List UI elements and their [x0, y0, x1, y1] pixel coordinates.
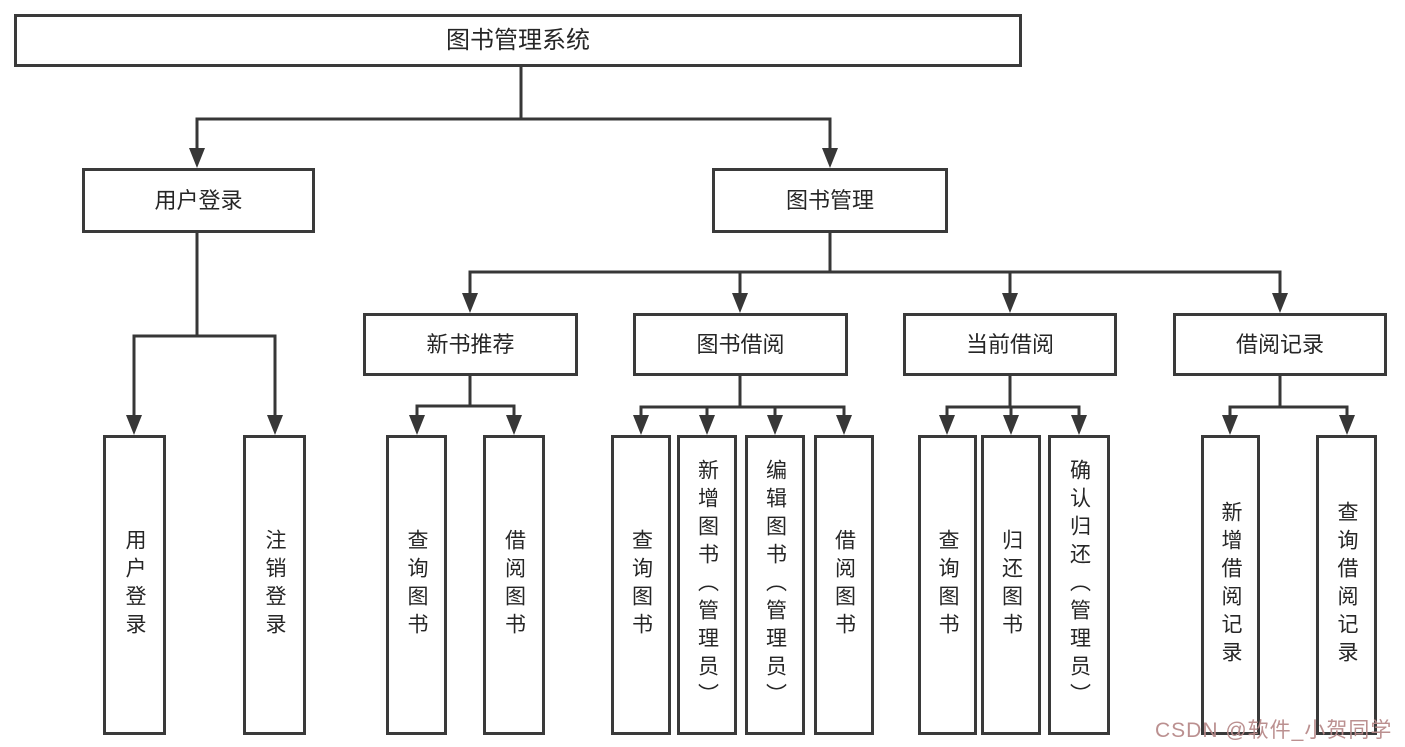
leaf-query-books-3: 查询图书 [918, 435, 977, 735]
leaf-confirm-return-admin: 确认归还（管理员） [1048, 435, 1110, 735]
leaf-return-books: 归还图书 [981, 435, 1041, 735]
node-user-login: 用户登录 [82, 168, 315, 233]
node-new-book-recommend: 新书推荐 [363, 313, 578, 376]
leaf-logout: 注销登录 [243, 435, 306, 735]
leaf-add-borrow-record: 新增借阅记录 [1201, 435, 1260, 735]
leaf-add-books-admin: 新增图书（管理员） [677, 435, 737, 735]
node-borrowing-records: 借阅记录 [1173, 313, 1387, 376]
node-book-management: 图书管理 [712, 168, 948, 233]
leaf-query-books-2: 查询图书 [611, 435, 671, 735]
leaf-edit-books-admin: 编辑图书（管理员） [745, 435, 805, 735]
csdn-watermark: CSDN @软件_小贺同学 [1155, 719, 1393, 742]
leaf-query-books-1: 查询图书 [386, 435, 447, 735]
node-root: 图书管理系统 [14, 14, 1022, 67]
leaf-borrow-books-2: 借阅图书 [814, 435, 874, 735]
leaf-user-login: 用户登录 [103, 435, 166, 735]
leaf-query-borrow-record: 查询借阅记录 [1316, 435, 1377, 735]
leaf-borrow-books-1: 借阅图书 [483, 435, 545, 735]
node-current-borrowing: 当前借阅 [903, 313, 1117, 376]
node-book-borrowing: 图书借阅 [633, 313, 848, 376]
